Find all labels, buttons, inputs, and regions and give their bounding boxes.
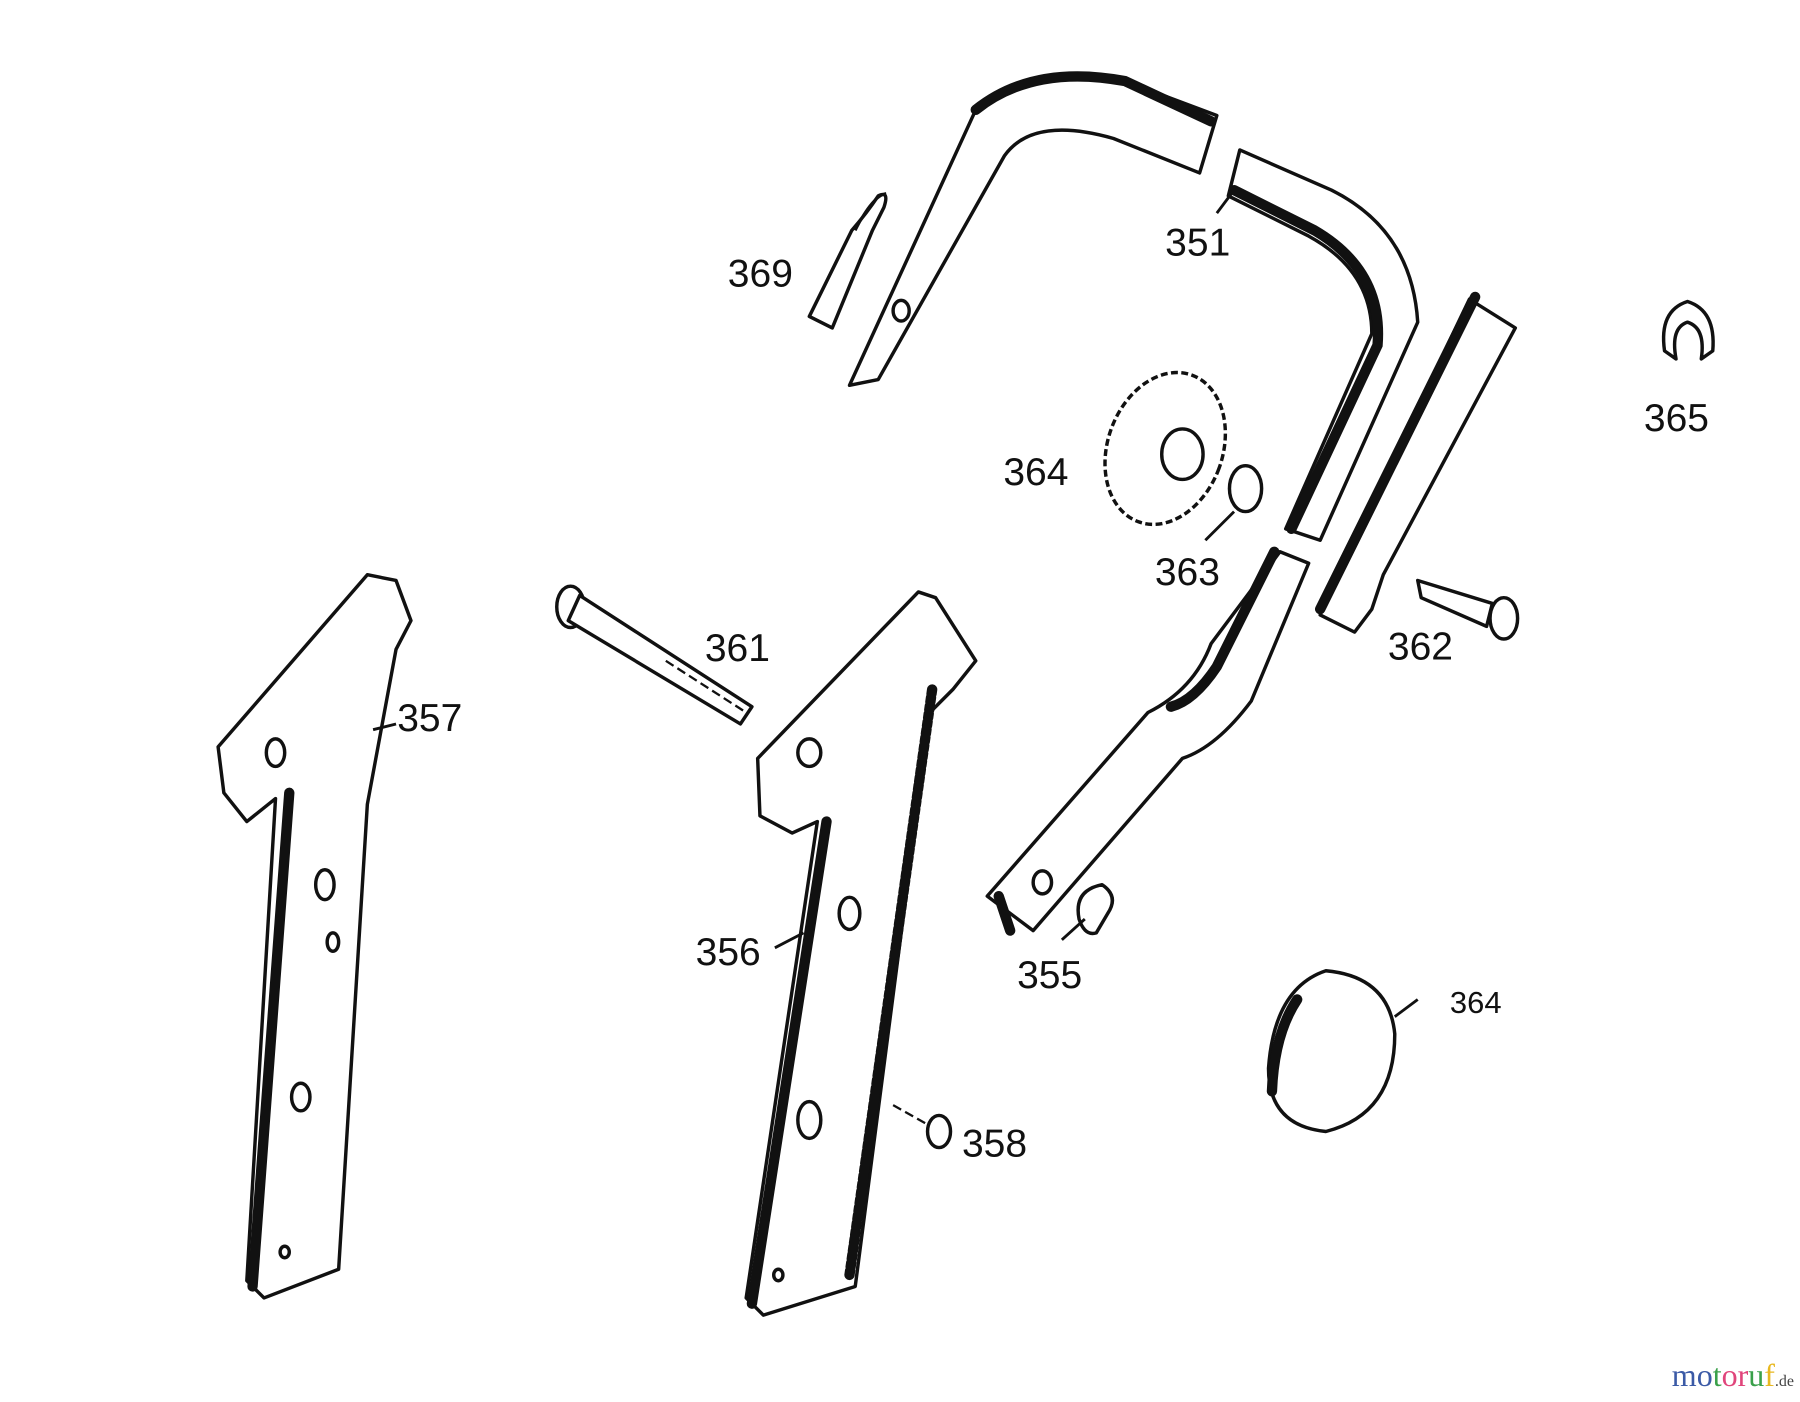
- part-351-handle: [847, 71, 1420, 936]
- watermark-letter: f: [1764, 1357, 1775, 1393]
- part-364-knob: [1103, 370, 1264, 527]
- watermark-letter: u: [1748, 1357, 1765, 1393]
- part-361-bolt: [555, 584, 754, 726]
- watermark-letter: o: [1696, 1357, 1713, 1393]
- leader-lines: [372, 189, 1419, 1018]
- watermark-letter: t: [1712, 1357, 1722, 1393]
- part-364-cap: [1266, 969, 1397, 1134]
- watermark-letter: m: [1671, 1357, 1697, 1393]
- label-357: 357: [397, 697, 462, 740]
- label-355: 355: [1017, 954, 1082, 997]
- label-358: 358: [962, 1123, 1027, 1166]
- label-369: 369: [728, 253, 793, 296]
- label-356: 356: [696, 931, 761, 974]
- part-358-screw: [892, 1104, 953, 1150]
- part-355-washer: [1076, 882, 1115, 936]
- label-361: 361: [705, 627, 770, 670]
- part-356-bracket: [744, 590, 978, 1317]
- label-351: 351: [1165, 222, 1230, 265]
- part-365-clip: [1661, 299, 1715, 361]
- part-362-bolt: [1416, 578, 1520, 641]
- watermark-letter: r: [1737, 1357, 1749, 1393]
- part-rod: [1314, 291, 1518, 634]
- watermark-letter: o: [1721, 1357, 1738, 1393]
- label-363: 363: [1155, 551, 1220, 594]
- part-369-clip: [807, 192, 888, 330]
- label-365: 365: [1644, 397, 1709, 440]
- label-364-knob: 364: [1003, 451, 1068, 494]
- part-357-bracket: [216, 573, 413, 1300]
- watermark-logo: motoruf.de: [1671, 1357, 1794, 1393]
- label-364-cap: 364: [1450, 985, 1502, 1020]
- label-362: 362: [1388, 626, 1453, 669]
